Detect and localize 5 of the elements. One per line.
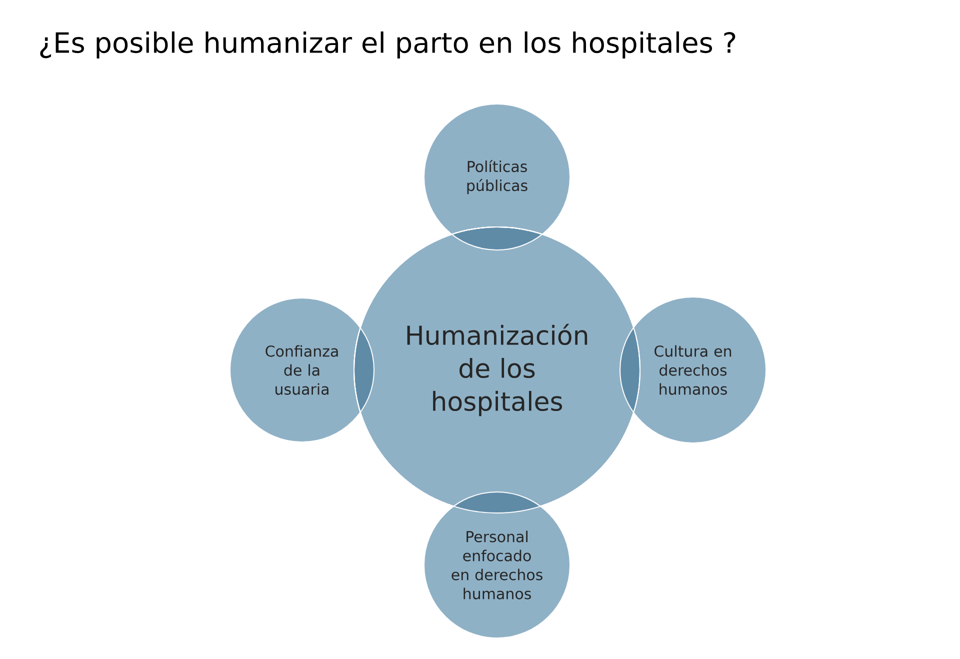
node-label: Cultura en derechos humanos [654,345,732,395]
node-label: Personal enfocado en derechos humanos [452,530,542,600]
slide-title: ¿Es posible humanizar el parto en los hospitales ? [40,31,736,59]
node-label: Políticas públicas [467,160,528,194]
node-label: Confianza de la usuaria [266,345,338,395]
